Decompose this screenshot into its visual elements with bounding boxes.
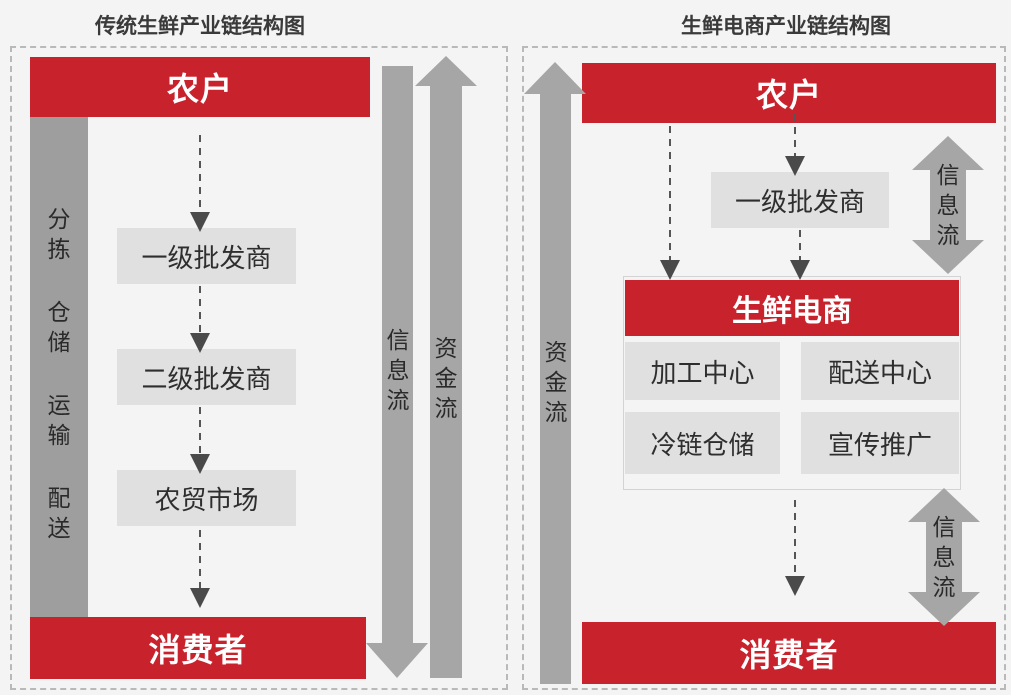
right-capital-flow-label: 资金流: [544, 340, 568, 426]
left-logistics-sidebar: 分拣 仓储 运输 配送: [30, 117, 88, 617]
left-capital-flow-label: 资金流: [434, 336, 458, 422]
right-wholesaler-box: 一级批发商: [711, 172, 889, 228]
function-promotion: 宣传推广: [801, 412, 959, 474]
left-info-flow-label: 信息流: [386, 328, 410, 414]
right-diagram-title: 生鲜电商产业链结构图: [681, 14, 891, 38]
sidebar-item-transport: 运输: [47, 393, 71, 449]
right-consumer-label: 消费者: [739, 636, 839, 674]
right-panel: [522, 46, 1006, 690]
right-ecommerce-label: 生鲜电商: [732, 294, 852, 329]
sidebar-item-sort: 分拣: [47, 207, 71, 263]
right-info-flow-bottom-label: 信息流: [932, 515, 956, 601]
right-farmer-box: 农户: [582, 63, 996, 123]
right-info-flow-top-label: 信息流: [936, 163, 960, 249]
left-farmer-box: 农户: [30, 57, 370, 117]
left-step-market: 农贸市场: [117, 470, 296, 526]
left-farmer-label: 农户: [166, 70, 233, 108]
left-step-wholesaler-1: 一级批发商: [117, 228, 296, 284]
left-step-wholesaler-2: 二级批发商: [117, 349, 296, 405]
left-panel: [10, 46, 508, 690]
function-distribution-center: 配送中心: [801, 342, 959, 400]
function-processing-center: 加工中心: [625, 342, 780, 400]
function-cold-chain-storage: 冷链仓储: [625, 412, 780, 474]
right-farmer-label: 农户: [755, 76, 822, 114]
right-consumer-box: 消费者: [582, 622, 996, 684]
left-consumer-box: 消费者: [30, 617, 366, 679]
sidebar-item-delivery: 配送: [47, 486, 71, 542]
left-consumer-label: 消费者: [148, 631, 248, 669]
left-diagram-title: 传统生鲜产业链结构图: [95, 14, 305, 38]
sidebar-item-storage: 仓储: [47, 300, 71, 356]
right-ecommerce-box: 生鲜电商: [625, 280, 959, 336]
